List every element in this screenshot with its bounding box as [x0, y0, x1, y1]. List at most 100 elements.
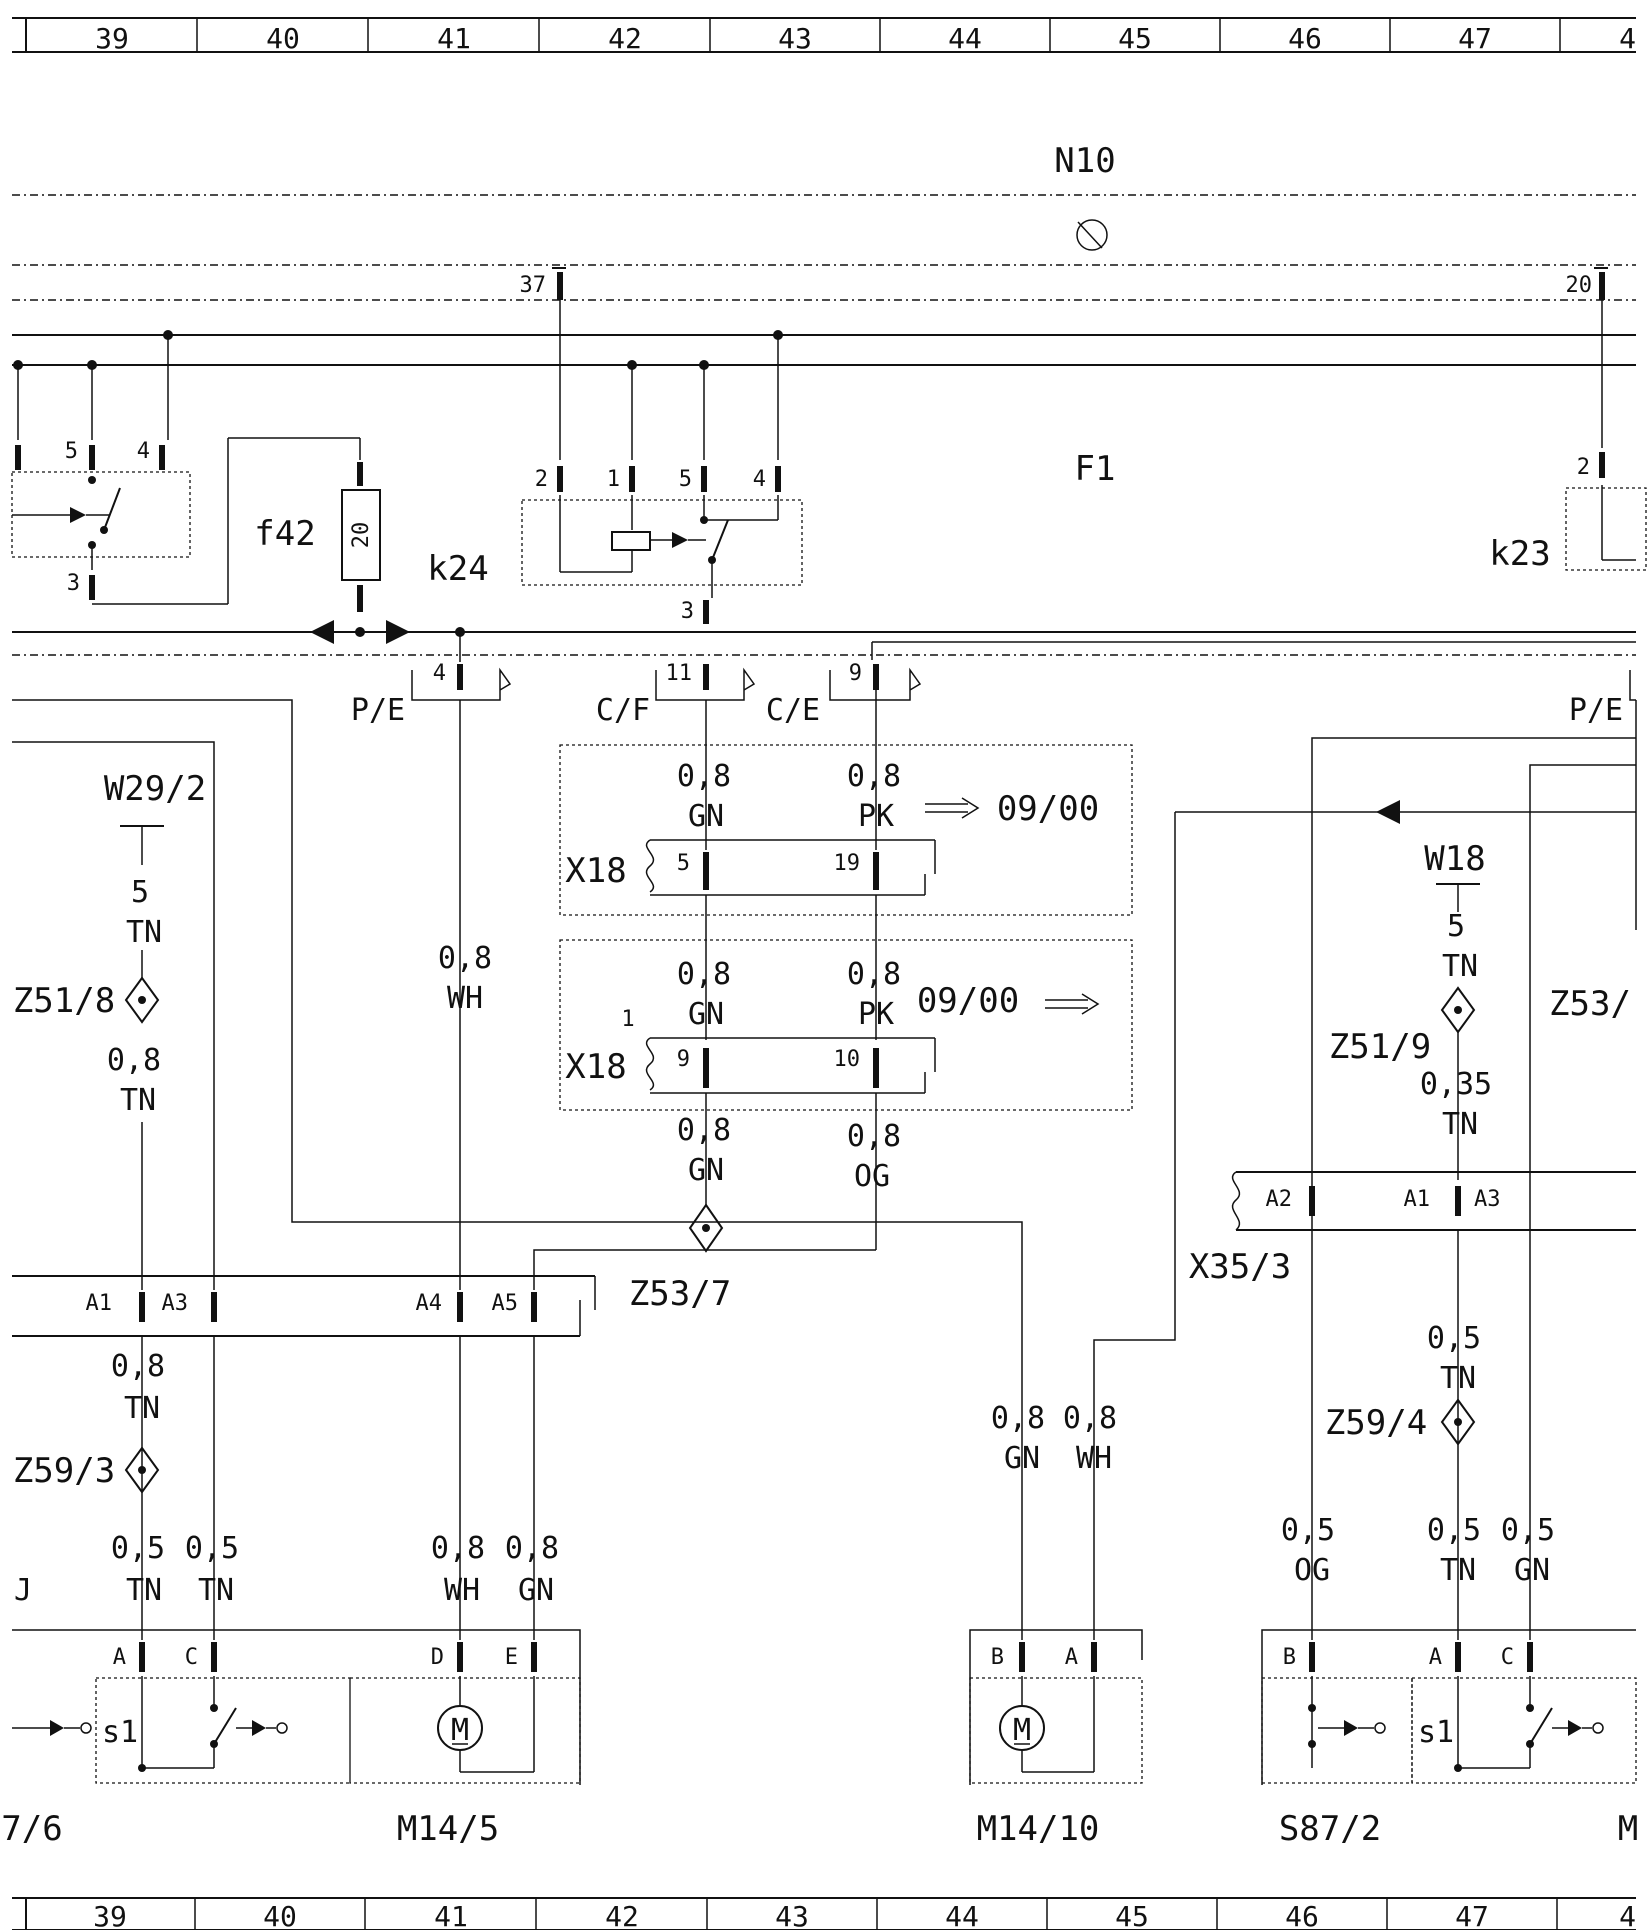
pin-label: A3 [162, 1291, 189, 1316]
wire-gauge: 0,8 [677, 759, 731, 794]
x35-3-label: X35/3 [1189, 1247, 1291, 1287]
wire-gauge: 0,8 [505, 1531, 559, 1566]
pin-label: 9 [677, 1047, 690, 1072]
wire-color: TN [126, 1573, 162, 1608]
splice-cf: 11 C/F [596, 661, 756, 728]
wire-gauge: 0,8 [677, 957, 731, 992]
pin-label: 19 [834, 851, 861, 876]
wire-gauge: 0,5 [111, 1531, 165, 1566]
wire-gauge: 0,5 [1281, 1513, 1335, 1548]
pin-label: 9 [849, 661, 862, 686]
splice-tag: P/E [351, 693, 405, 728]
ruler-col: 39 [93, 1900, 127, 1930]
wire-color: OG [1294, 1553, 1330, 1588]
m14-10-label: M14/10 [977, 1809, 1100, 1849]
x18-label: X18 [565, 1047, 626, 1087]
z59-4-label: Z59/4 [1325, 1403, 1427, 1443]
m14-5-label: M14/5 [397, 1809, 499, 1849]
s87-2-label: S87/2 [1279, 1809, 1381, 1849]
pin-label: A1 [1404, 1187, 1431, 1212]
wire-color: TN [198, 1573, 234, 1608]
right-partial-label: M [1618, 1809, 1638, 1849]
z53-partial-label: Z53/ [1549, 984, 1631, 1024]
ground-w29-2: W29/2 5 TN Z51/8 0,8 TN [13, 769, 206, 1290]
z53-7-label: Z53/7 [629, 1274, 731, 1314]
pin-label: 37 [520, 273, 547, 298]
cut-label: J [14, 1573, 32, 1608]
wire-color: GN [518, 1573, 554, 1608]
wire-gauge: 0,5 [185, 1531, 239, 1566]
pin-label: 4 [433, 661, 446, 686]
pin-label: A2 [1266, 1187, 1293, 1212]
w18-label: W18 [1424, 839, 1485, 879]
k23-label: k23 [1489, 534, 1550, 574]
wire-gauge: 0,8 [991, 1401, 1045, 1436]
pin-label: 20 [1566, 273, 1593, 298]
ruler-col: 43 [775, 1900, 809, 1930]
pin-label: 3 [681, 599, 694, 624]
pin-label: 2 [1577, 455, 1590, 480]
marker-label: 1 [621, 1007, 634, 1032]
ruler-col: 44 [948, 22, 982, 55]
connector-strip-left: A1 A3 A4 A5 [12, 1275, 596, 1337]
component-m14-10: B A M M14/10 [969, 1629, 1143, 1849]
wire-gauge: 5 [1447, 909, 1465, 944]
pin-label: 10 [834, 1047, 861, 1072]
wire-color: TN [126, 915, 162, 950]
wire-color: GN [688, 799, 724, 834]
pin-label: 3 [67, 571, 80, 596]
ruler-col: 42 [608, 22, 642, 55]
pin-label: B [991, 1645, 1004, 1670]
ruler-col: 4 [1619, 22, 1636, 55]
pin-label: 1 [607, 467, 620, 492]
wire-color: GN [1514, 1553, 1550, 1588]
ruler-col: 43 [778, 22, 812, 55]
pin-label: B [1283, 1645, 1296, 1670]
x18-lower: 0,8 GN 0,8 PK 09/00 1 X18 9 10 [559, 939, 1133, 1250]
splice-ce: 9 C/E [766, 661, 922, 728]
wire-color: OG [854, 1159, 890, 1194]
wire-color: TN [1440, 1361, 1476, 1396]
top-ruler: 39 40 41 42 43 44 45 46 47 4 [12, 17, 1636, 55]
ruler-col: 47 [1458, 22, 1492, 55]
f42-label: f42 [254, 514, 315, 554]
bottom-ruler: 39 40 41 42 43 44 45 46 47 4 [12, 1897, 1636, 1930]
ruler-col: 46 [1288, 22, 1322, 55]
wire-color: WH [1076, 1441, 1112, 1476]
wire-gauge: 0,8 [847, 957, 901, 992]
pin-label: 2 [535, 467, 548, 492]
ruler-col: 41 [437, 22, 471, 55]
s1-label: s1 [1418, 1715, 1454, 1750]
left-partial-label: 7/6 [1, 1809, 62, 1849]
wire-gauge: 0,8 [438, 941, 492, 976]
pin-label: 5 [65, 439, 78, 464]
splice-tag: C/F [596, 693, 650, 728]
wire-color: GN [688, 997, 724, 1032]
wire-color: TN [1440, 1553, 1476, 1588]
pin-label: A [1065, 1645, 1078, 1670]
wire-color: PK [858, 997, 894, 1032]
splice-tag: P/E [1569, 693, 1623, 728]
ruler-col: 40 [266, 22, 300, 55]
pin-label: A [1429, 1645, 1442, 1670]
splice-pe-left: 4 P/E [351, 632, 512, 728]
component-s87-2: B A C s1 S87/2 M [1261, 1629, 1638, 1849]
ref-arrow-label: 09/00 [997, 789, 1099, 829]
ruler-col: 41 [434, 1900, 468, 1930]
wire-color: TN [120, 1083, 156, 1118]
relay-k23: 2 k23 [1489, 300, 1647, 574]
wire-gauge: 0,5 [1501, 1513, 1555, 1548]
f1-label: F1 [1075, 449, 1116, 489]
ruler-col: 39 [95, 22, 129, 55]
ground-symbol [1076, 219, 1108, 251]
wire-color: GN [1004, 1441, 1040, 1476]
wire-color: TN [1442, 1107, 1478, 1142]
pin-label: A [113, 1645, 126, 1670]
x18-upper: 0,8 GN 0,8 PK 09/00 X18 5 19 [559, 690, 1133, 1040]
ruler-col: 40 [263, 1900, 297, 1930]
pin-label: C [185, 1645, 198, 1670]
ruler-col: 45 [1118, 22, 1152, 55]
wire-gauge: 0,8 [111, 1349, 165, 1384]
wire-color: TN [124, 1391, 160, 1426]
